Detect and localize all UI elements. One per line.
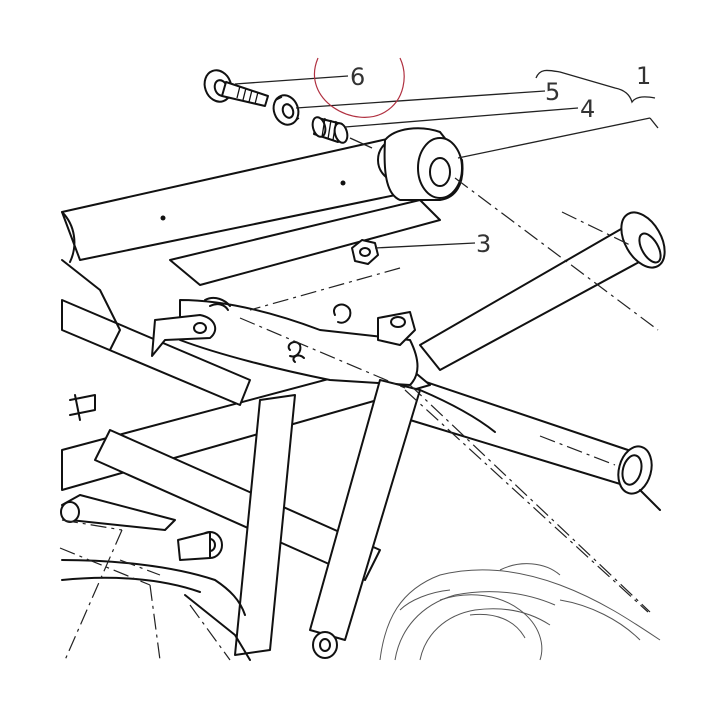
part-6-bolt [203, 69, 269, 107]
part-4-spacer [311, 116, 349, 144]
right-rear-tube [419, 211, 666, 371]
cross-tubes [61, 199, 441, 581]
callout-1: 1 [636, 62, 651, 90]
callout-4: 4 [580, 95, 595, 123]
callout-5: 5 [545, 78, 560, 106]
leader-lines [234, 69, 659, 249]
left-side-parts [60, 259, 251, 661]
right-lower-tube [409, 379, 661, 511]
callout-6: 6 [350, 63, 365, 91]
callout-labels: 1 3 4 5 6 [350, 62, 651, 258]
highlight-circle [314, 57, 405, 118]
pivot-housing [383, 127, 464, 201]
lower-vertical-tubes [234, 379, 496, 656]
part-5-nut [272, 94, 300, 126]
lower-bushes [177, 531, 338, 659]
engine-outline [379, 563, 661, 661]
part-3-nut [351, 239, 379, 265]
assembly-lines [59, 177, 659, 661]
callout-3: 3 [476, 230, 491, 258]
